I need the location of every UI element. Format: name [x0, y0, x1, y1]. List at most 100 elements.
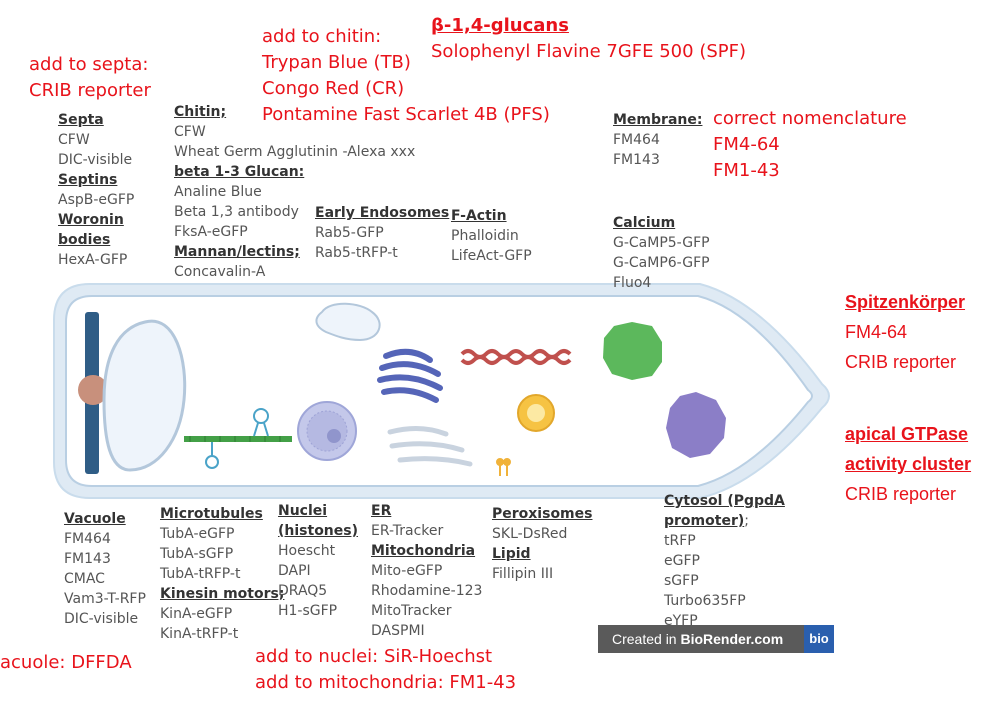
- f-actin-shape: [460, 349, 572, 365]
- cytosol-item: tRFP: [664, 533, 696, 549]
- septins-item: AspB-eGFP: [58, 192, 135, 208]
- lipid-item: Fillipin III: [492, 566, 554, 582]
- beta-glucan-heading: beta 1-3 Glucan:: [174, 164, 305, 180]
- f-actin-item: Phalloidin: [451, 228, 519, 244]
- nuclei-item: H1-sGFP: [278, 603, 338, 619]
- mannan-heading: Mannan/lectins;: [174, 244, 300, 260]
- woronin-heading: bodies: [58, 232, 111, 248]
- nuclei-heading: (histones): [278, 523, 359, 539]
- annotation-line: acuole: DFFDA: [0, 652, 132, 673]
- mitochondria-item: MitoTracker: [371, 603, 452, 619]
- nuclei-item: DAPI: [278, 563, 311, 579]
- woronin-heading: Woronin: [58, 212, 124, 228]
- mitochondria-item: DASPMI: [371, 623, 425, 639]
- calcium-item: Fluo4: [613, 275, 652, 291]
- f-actin-heading: F-Actin: [451, 208, 507, 224]
- watermark-brand: BioRender.com: [680, 631, 784, 647]
- microtubules-heading: Microtubules: [160, 506, 263, 522]
- label-microtubules: Microtubules TubA-eGFP TubA-sGFP TubA-tR…: [160, 504, 284, 644]
- beta-glucan-item: Analine Blue: [174, 184, 262, 200]
- label-chitin: Chitin; CFW Wheat Germ Agglutinin -Alexa…: [174, 102, 415, 282]
- label-vacuole: Vacuole FM464 FM143 CMAC Vam3-T-RFP DIC-…: [64, 509, 146, 629]
- vacuole-item: DIC-visible: [64, 611, 139, 627]
- membrane-item: FM143: [613, 152, 660, 168]
- annotation-spitzenkorper: Spitzenkörper FM4-64 CRIB reporter: [845, 287, 965, 377]
- biorender-watermark: Created in BioRender.com bio: [598, 625, 834, 653]
- f-actin-item: LifeAct-GFP: [451, 248, 532, 264]
- mitochondria-item: Mito-eGFP: [371, 563, 443, 579]
- mitochondria-heading: Mitochondria: [371, 543, 476, 559]
- annotation-heading: β-1,4-glucans: [431, 15, 569, 36]
- er-item: ER-Tracker: [371, 523, 444, 539]
- er-heading: ER: [371, 503, 392, 519]
- early-endosomes-item: Rab5-GFP: [315, 225, 384, 241]
- annotation-line: FM1-43: [713, 160, 780, 181]
- vacuole-shape: [102, 319, 187, 472]
- nuclei-item: Hoescht: [278, 543, 336, 559]
- nuclei-heading: Nuclei: [278, 503, 328, 519]
- calcium-item: G-CaMP5-GFP: [613, 235, 710, 251]
- early-endosome-shape: [315, 302, 381, 342]
- er-shape: [387, 426, 473, 467]
- label-membrane: Membrane: FM464 FM143: [613, 110, 702, 170]
- spitzenkorper-shape: [666, 392, 726, 458]
- cytosol-heading: promoter): [664, 513, 745, 529]
- woronin-body-shape: [78, 375, 108, 405]
- label-peroxisomes: Peroxisomes SKL-DsRed Lipid Fillipin III: [492, 504, 592, 584]
- annotation-heading: apical GTPase: [845, 424, 969, 444]
- annotation-heading: Spitzenkörper: [845, 292, 966, 312]
- peroxisome-shape: [496, 458, 511, 476]
- annotation-line: Congo Red (CR): [262, 78, 405, 99]
- early-endosomes-item: Rab5-tRFP-t: [315, 245, 398, 261]
- annotation-line: FM4-64: [713, 134, 780, 155]
- lipid-heading: Lipid: [492, 546, 531, 562]
- annotation-line: CRIB reporter: [29, 80, 151, 101]
- vacuole-item: Vam3-T-RFP: [64, 591, 146, 607]
- annotation-chitin: add to chitin: Trypan Blue (TB) Congo Re…: [262, 24, 550, 128]
- watermark-prefix: Created in: [612, 631, 681, 647]
- golgi-shape: [377, 348, 443, 403]
- cytosol-item: eGFP: [664, 553, 700, 569]
- kinesin-item: KinA-eGFP: [160, 606, 233, 622]
- microtubules-item: TubA-sGFP: [160, 546, 234, 562]
- label-nuclei: Nuclei (histones) Hoescht DAPI DRAQ5 H1-…: [278, 501, 358, 621]
- septa-item: DIC-visible: [58, 152, 133, 168]
- cytosol-item: Turbo635FP: [664, 593, 746, 609]
- cytosol-item: sGFP: [664, 573, 699, 589]
- annotation-line: correct nomenclature: [713, 108, 907, 129]
- vacuole-item: FM464: [64, 531, 111, 547]
- annotation-glucans: β-1,4-glucans Solophenyl Flavine 7GFE 50…: [431, 13, 746, 65]
- septa-heading: Septa: [58, 112, 104, 128]
- mannan-item: Concavalin-A: [174, 264, 266, 280]
- early-endosomes-heading: Early Endosomes: [315, 205, 450, 221]
- label-f-actin: F-Actin Phalloidin LifeAct-GFP: [451, 206, 532, 266]
- beta-glucan-item: FksA-eGFP: [174, 224, 248, 240]
- chitin-item: CFW: [174, 124, 206, 140]
- calcium-item: G-CaMP6-GFP: [613, 255, 710, 271]
- cytosol-heading-suffix: ;: [744, 513, 749, 529]
- annotation-line: Pontamine Fast Scarlet 4B (PFS): [262, 104, 550, 125]
- woronin-item: HexA-GFP: [58, 252, 128, 268]
- kinesin-item: KinA-tRFP-t: [160, 626, 239, 642]
- membrane-heading: Membrane:: [613, 112, 703, 128]
- annotation-line: add to mitochondria: FM1-43: [255, 672, 517, 693]
- label-calcium: Calcium G-CaMP5-GFP G-CaMP6-GFP Fluo4: [613, 213, 710, 293]
- kinesin-shape: [205, 408, 269, 469]
- annotation-line: Trypan Blue (TB): [262, 52, 411, 73]
- calcium-heading: Calcium: [613, 215, 676, 231]
- annotation-line: CRIB reporter: [845, 484, 957, 504]
- septins-heading: Septins: [58, 172, 118, 188]
- vacuole-heading: Vacuole: [64, 511, 126, 527]
- annotation-line: add to chitin:: [262, 26, 382, 47]
- annotation-line: add to septa:: [29, 54, 149, 75]
- chitin-heading: Chitin;: [174, 104, 227, 120]
- microtubules-item: TubA-tRFP-t: [160, 566, 241, 582]
- vacuole-item: FM143: [64, 551, 111, 567]
- mitochondria-item: Rhodamine-123: [371, 583, 483, 599]
- beta-glucan-item: Beta 1,3 antibody: [174, 204, 299, 220]
- membrane-item: FM464: [613, 132, 660, 148]
- microtubules-item: TubA-eGFP: [160, 526, 235, 542]
- annotation-line: CRIB reporter: [845, 352, 957, 372]
- septa-item: CFW: [58, 132, 90, 148]
